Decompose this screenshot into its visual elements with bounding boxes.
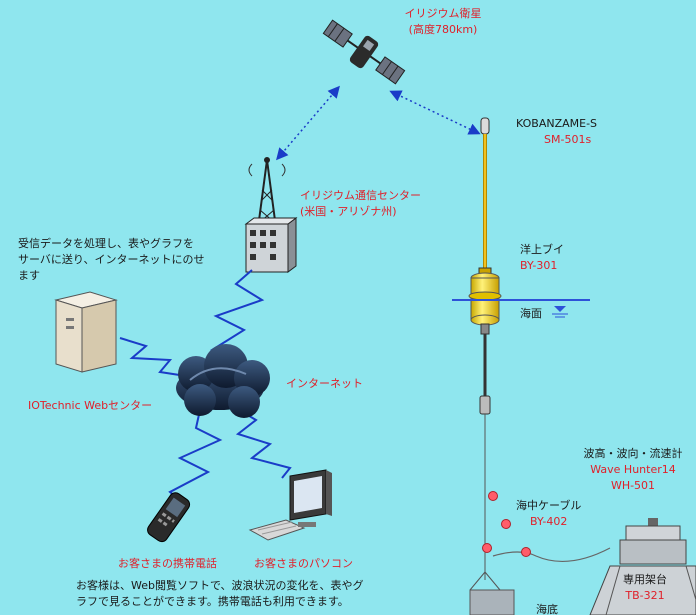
- server-icon: [54, 291, 118, 373]
- cloud-icon: [176, 344, 270, 418]
- cable-name: 海中ケーブル: [516, 499, 582, 512]
- buoy-name: 洋上ブイ: [520, 243, 564, 256]
- satellite-name: イリジウム衛星: [404, 7, 482, 20]
- bottom-note-line2: ラフで見ることができます。携帯電話も利用できます。: [76, 595, 349, 608]
- water-level-icon: [552, 306, 568, 318]
- radio-tower-icon: [248, 157, 286, 229]
- satellite-altitude: (高度780km): [408, 23, 478, 36]
- process-note-line2: サーバに送り、インターネットにのせ: [18, 253, 205, 266]
- antenna-model: SM-501s: [544, 133, 592, 146]
- computer-icon: [248, 469, 332, 541]
- sensor-model: WH-501: [610, 479, 656, 492]
- sensor-product: Wave Hunter14: [590, 463, 676, 476]
- antenna-name: KOBANZAME-S: [516, 117, 598, 130]
- seabed-label: 海底: [536, 603, 558, 615]
- iridium-center-name: イリジウム通信センター: [300, 189, 421, 202]
- sensor-name: 波高・波向・流速計: [583, 447, 683, 460]
- link-internet-phone: [168, 409, 223, 503]
- undersea-cable: [492, 547, 611, 562]
- cable-model: BY-402: [530, 515, 568, 528]
- satellite-icon: [322, 19, 406, 85]
- web-center-label: IOTechnic Webセンター: [28, 399, 153, 412]
- mount-model: TB-321: [625, 589, 665, 602]
- link-satellite-antenna: [389, 90, 481, 135]
- antenna-icon: [480, 117, 490, 270]
- buoy-model: BY-301: [520, 259, 558, 272]
- wave-sensor-icon: [589, 518, 696, 615]
- process-note-line3: ます: [18, 269, 40, 282]
- customer-pc-label: お客さまのパソコン: [254, 557, 353, 570]
- internet-label: インターネット: [286, 377, 363, 390]
- bottom-note-line1: お客様は、Web閲覧ソフトで、波浪状況の変化を、表やグ: [76, 579, 364, 592]
- link-webcenter-internet: [119, 337, 187, 377]
- mount-name: 専用架台: [623, 573, 667, 586]
- link-satellite-center: [276, 85, 340, 161]
- process-note-line1: 受信データを処理し、表やグラフを: [18, 237, 194, 250]
- building-icon: [244, 217, 298, 273]
- customer-phone-label: お客さまの携帯電話: [118, 557, 217, 570]
- link-internet-pc: [235, 407, 292, 479]
- phone-icon: [147, 492, 191, 543]
- sea-surface-label: 海面: [520, 307, 542, 320]
- anchor-weight-icon: [469, 571, 515, 615]
- iridium-center-location: (米国・アリゾナ州): [300, 205, 397, 218]
